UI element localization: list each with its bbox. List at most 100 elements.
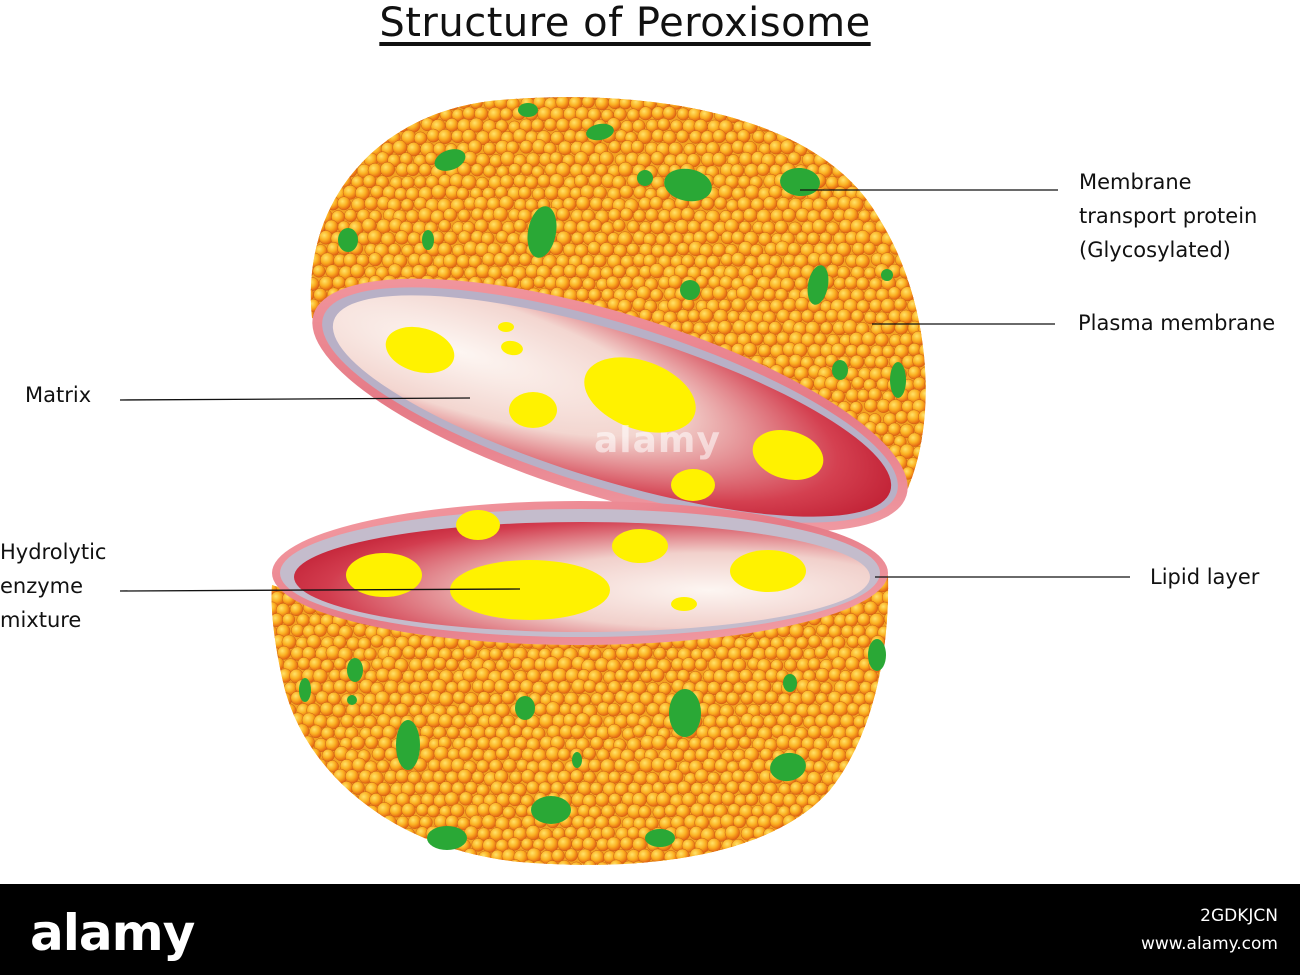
- membrane-bead: [360, 422, 377, 438]
- membrane-bead: [295, 816, 309, 830]
- label-line: mixture: [0, 608, 82, 632]
- membrane-bead: [463, 848, 478, 862]
- membrane-bead: [358, 861, 373, 865]
- membrane-bead: [595, 792, 610, 807]
- enzyme-droplet: [450, 560, 610, 620]
- membrane-bead: [614, 668, 629, 683]
- transport-protein: [527, 206, 557, 258]
- membrane-bead: [476, 465, 492, 481]
- label-line: (Glycosylated): [1079, 238, 1231, 262]
- membrane-bead: [533, 275, 547, 289]
- membrane-bead: [310, 479, 322, 494]
- membrane-bead: [318, 366, 334, 382]
- membrane-bead: [883, 746, 889, 762]
- membrane-bead: [808, 747, 823, 762]
- membrane-bead: [289, 468, 302, 481]
- membrane-bead: [282, 748, 297, 763]
- membrane-bead: [907, 185, 922, 201]
- membrane-bead: [612, 219, 626, 232]
- membrane-bead: [400, 198, 414, 212]
- membrane-bead: [849, 107, 864, 123]
- membrane-bead: [714, 758, 729, 773]
- membrane-bead: [650, 151, 665, 166]
- membrane-bead: [863, 758, 879, 774]
- membrane-bead: [461, 97, 476, 101]
- membrane-bead: [444, 860, 459, 865]
- membrane-bead: [932, 95, 946, 109]
- membrane-bead: [425, 848, 441, 864]
- membrane-bead: [401, 802, 416, 818]
- membrane-bead: [608, 815, 622, 829]
- membrane-bead: [563, 97, 577, 99]
- membrane-bead: [476, 97, 491, 99]
- membrane-bead: [846, 702, 860, 716]
- membrane-bead: [258, 635, 271, 648]
- membrane-bead: [920, 457, 926, 471]
- membrane-bead: [332, 119, 346, 133]
- membrane-bead: [699, 97, 715, 99]
- membrane-bead: [874, 197, 888, 212]
- membrane-bead: [940, 152, 953, 165]
- membrane-bead: [283, 725, 297, 739]
- membrane-bead: [294, 187, 308, 201]
- membrane-bead: [583, 859, 597, 865]
- membrane-bead: [293, 503, 307, 517]
- enzyme-droplet: [498, 322, 514, 332]
- membrane-bead: [940, 288, 953, 301]
- membrane-bead: [271, 814, 273, 829]
- membrane-bead: [402, 645, 417, 660]
- membrane-bead: [313, 781, 328, 796]
- membrane-bead: [344, 412, 359, 427]
- membrane-bead: [326, 623, 341, 637]
- membrane-bead: [271, 714, 279, 728]
- membrane-bead: [461, 466, 477, 482]
- membrane-bead: [842, 97, 858, 111]
- membrane-bead: [873, 129, 889, 144]
- membrane-bead: [676, 242, 690, 256]
- membrane-bead: [877, 667, 889, 682]
- membrane-bead: [864, 176, 879, 191]
- membrane-bead: [932, 297, 947, 312]
- membrane-bead: [905, 117, 920, 132]
- membrane-bead: [769, 254, 783, 269]
- membrane-bead: [384, 839, 399, 854]
- membrane-bead: [801, 309, 815, 323]
- membrane-bead: [851, 376, 865, 390]
- membrane-bead: [875, 781, 889, 796]
- membrane-bead: [401, 827, 416, 842]
- membrane-bead: [812, 849, 828, 864]
- membrane-bead: [378, 849, 392, 864]
- membrane-bead: [443, 230, 458, 245]
- membrane-bead: [845, 162, 860, 177]
- membrane-bead: [750, 850, 765, 865]
- membrane-bead: [357, 501, 372, 502]
- membrane-bead: [288, 847, 303, 863]
- membrane-bead: [413, 489, 428, 502]
- membrane-bead: [901, 130, 915, 144]
- membrane-bead: [457, 768, 473, 784]
- membrane-bead: [844, 613, 858, 627]
- membrane-bead: [433, 859, 447, 865]
- membrane-bead: [380, 97, 397, 110]
- membrane-bead: [288, 243, 302, 257]
- membrane-bead: [757, 859, 772, 865]
- membrane-bead: [856, 163, 871, 178]
- membrane-bead: [875, 175, 889, 189]
- membrane-bead: [832, 140, 848, 157]
- membrane-bead: [738, 758, 753, 772]
- membrane-bead: [431, 184, 447, 200]
- membrane-bead: [633, 657, 648, 672]
- membrane-bead: [809, 839, 823, 853]
- membrane-bead: [334, 794, 348, 808]
- membrane-bead: [836, 106, 852, 122]
- membrane-bead: [582, 277, 596, 291]
- membrane-bead: [362, 848, 378, 864]
- membrane-bead: [864, 398, 878, 413]
- membrane-bead: [275, 850, 290, 865]
- membrane-bead: [583, 679, 597, 693]
- membrane-bead: [938, 311, 952, 325]
- membrane-bead: [799, 107, 814, 122]
- membrane-bead: [363, 108, 378, 124]
- membrane-bead: [649, 288, 664, 302]
- membrane-bead: [375, 490, 390, 502]
